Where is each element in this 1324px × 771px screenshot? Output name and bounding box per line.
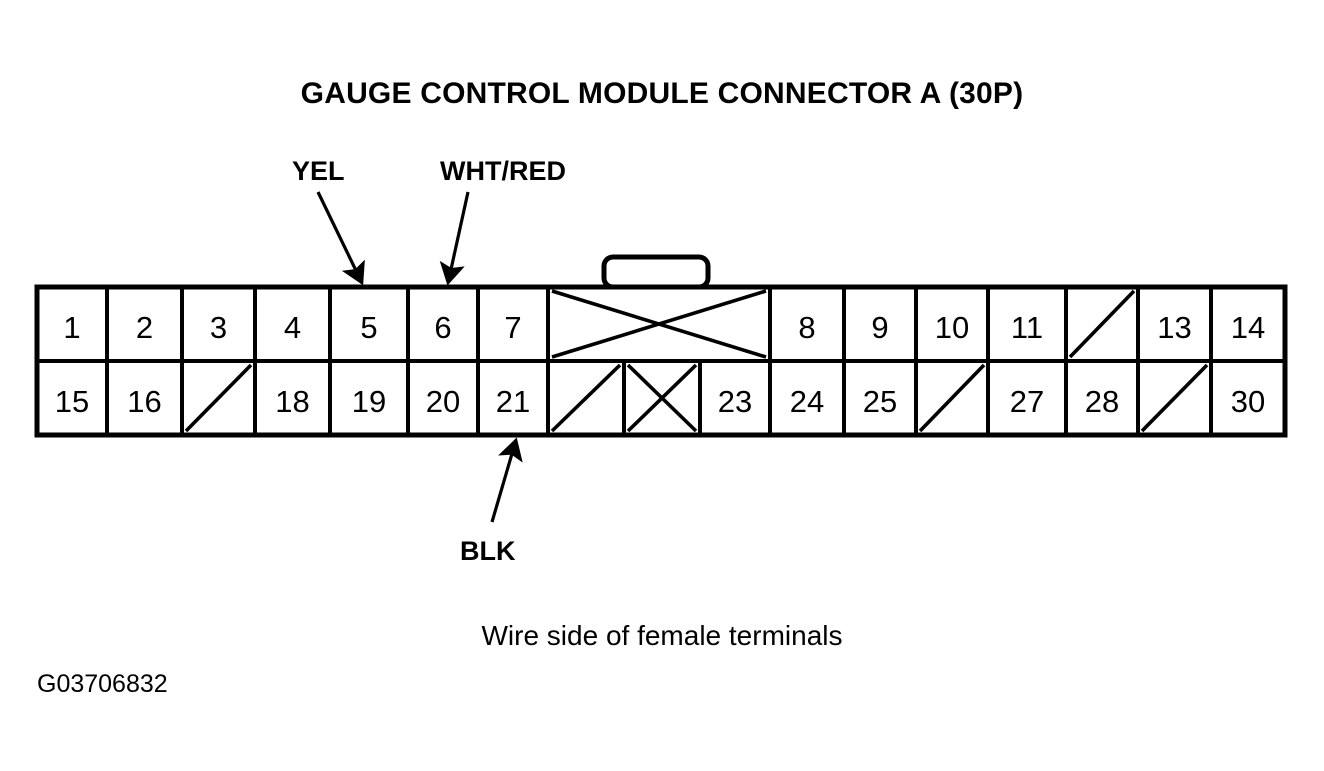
locking-tab-body	[601, 254, 711, 290]
connector-pin-11: 11	[1011, 287, 1068, 361]
pin-number-label: 11	[1011, 310, 1043, 345]
pin-number-label: 7	[504, 310, 521, 345]
connector-blank-cell-connector-bottom-row-7	[550, 361, 626, 435]
wire-leader-arrow-yel	[316, 191, 365, 286]
pin-number-label: 3	[210, 310, 227, 345]
connector-blank-cell-connector-bottom-row-2	[184, 361, 257, 435]
connector-pin-2: 2	[136, 287, 184, 361]
connector-pin-21: 21	[496, 361, 550, 435]
wire-label-text-wht-red: WHT/RED	[440, 156, 566, 186]
connector-pin-7: 7	[504, 287, 550, 361]
pin-number-label: 24	[790, 384, 824, 419]
blank-cell-slash	[1140, 363, 1209, 433]
connector-pin-15: 15	[55, 361, 109, 435]
caption-wire-side: Wire side of female terminals	[481, 620, 842, 651]
connector-blank-cell-connector-bottom-row-8	[626, 361, 702, 435]
connector-bottom-row: 15 16 18 19 20 21 23 24 25 27 28 30	[55, 361, 1265, 435]
connector-blank-cell-connector-top-row-12	[1068, 287, 1140, 361]
connector-blank-cell-connector-bottom-row-15	[1140, 361, 1213, 435]
connector-pin-16: 16	[127, 361, 184, 435]
connector-pin-8: 8	[798, 287, 846, 361]
pin-number-label: 19	[352, 384, 386, 419]
pin-number-label: 14	[1231, 310, 1265, 345]
pin-number-label: 21	[496, 384, 530, 419]
wire-label-wht-red: WHT/RED	[439, 156, 566, 286]
connector-blank-cell-connector-top-row-7	[551, 287, 772, 361]
pin-number-label: 15	[55, 384, 89, 419]
connector-pin-14: 14	[1231, 310, 1265, 345]
blank-cell-cross-b	[551, 289, 767, 359]
blank-cell-slash	[918, 363, 986, 433]
page-title: GAUGE CONTROL MODULE CONNECTOR A (30P)	[301, 77, 1024, 110]
connector-pin-25: 25	[863, 361, 918, 435]
pin-number-label: 28	[1085, 384, 1119, 419]
connector-pin-18: 18	[275, 361, 332, 435]
wire-label-layer: YEL WHT/RED BLK	[292, 156, 566, 566]
connector-pin-9: 9	[871, 287, 918, 361]
pin-number-label: 25	[863, 384, 897, 419]
connector-pin-5: 5	[360, 287, 410, 361]
wire-leader-arrow-blk	[490, 437, 523, 523]
pin-number-label: 16	[127, 384, 161, 419]
blank-cell-slash	[550, 363, 622, 433]
blank-cell-slash	[1068, 289, 1136, 359]
connector-pin-27: 27	[1010, 361, 1068, 435]
connector-pin-13: 13	[1157, 287, 1213, 361]
pin-number-label: 23	[718, 384, 752, 419]
connector-pin-1: 1	[63, 287, 109, 361]
blank-cell-slash	[184, 363, 253, 433]
connector-top-row: 1 2 3 4 5 6 7 8 9 10 11 13 14	[63, 287, 1265, 361]
pin-number-label: 8	[798, 310, 815, 345]
wire-label-text-blk: BLK	[460, 536, 516, 566]
wire-label-text-yel: YEL	[292, 156, 345, 186]
connector-pin-20: 20	[426, 361, 480, 435]
connector-pin-19: 19	[352, 361, 410, 435]
pin-number-label: 6	[434, 310, 451, 345]
pin-number-label: 30	[1231, 384, 1265, 419]
pin-number-label: 5	[360, 310, 377, 345]
pin-number-label: 4	[284, 310, 301, 345]
pin-number-label: 27	[1010, 384, 1044, 419]
pin-number-label: 20	[426, 384, 460, 419]
connector-pin-3: 3	[210, 287, 257, 361]
pin-number-label: 9	[871, 310, 888, 345]
pin-number-label: 18	[275, 384, 309, 419]
connector-blank-cell-connector-bottom-row-12	[918, 361, 990, 435]
connector-pin-24: 24	[790, 361, 846, 435]
wire-label-blk: BLK	[460, 437, 523, 566]
connector-pin-30: 30	[1231, 384, 1265, 419]
pin-number-label: 13	[1157, 310, 1191, 345]
wire-label-yel: YEL	[292, 156, 365, 286]
pin-number-label: 1	[63, 310, 80, 345]
wire-leader-arrow-wht-red	[439, 191, 470, 286]
pin-number-label: 10	[935, 310, 969, 345]
connector-pin-6: 6	[434, 287, 480, 361]
image-id-label: G03706832	[37, 670, 168, 698]
connector-pin-4: 4	[284, 287, 332, 361]
connector-locking-tab	[601, 254, 711, 290]
pin-number-label: 2	[136, 310, 153, 345]
blank-cell-cross-b	[626, 363, 698, 433]
connector-pin-23: 23	[718, 361, 772, 435]
connector-pin-10: 10	[935, 287, 990, 361]
connector-pin-28: 28	[1085, 361, 1140, 435]
